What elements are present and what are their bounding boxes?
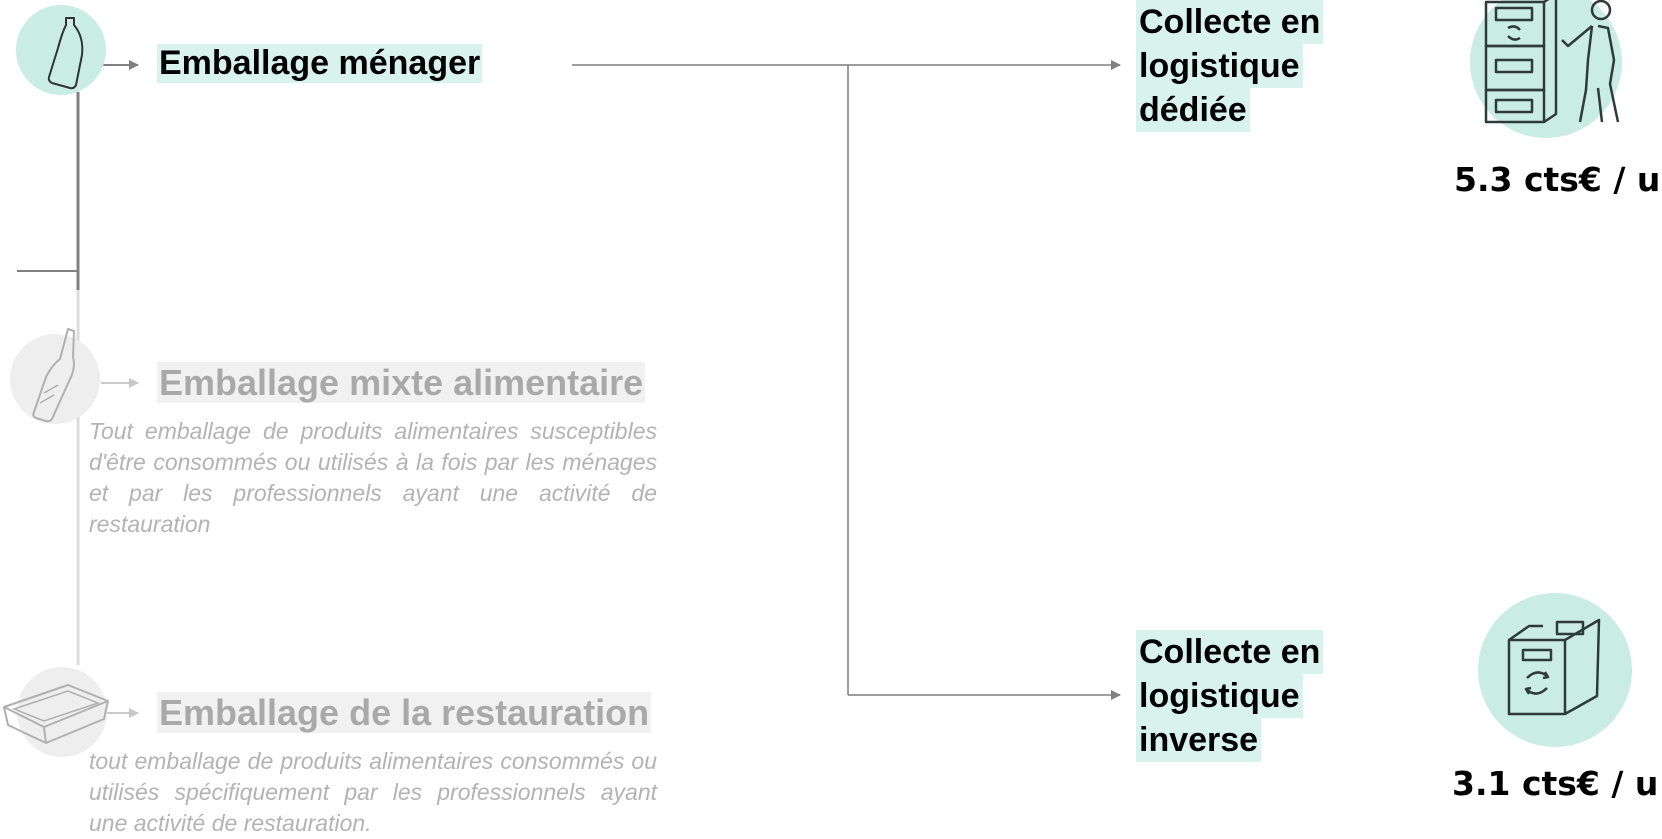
description-mixed: Tout emballage de produits alimentaires …: [89, 418, 657, 537]
collection-reverse-line-1: Collecte en: [1136, 630, 1324, 674]
food-tray-icon: [0, 667, 112, 757]
collection-dedicated-line-3: dédiée: [1136, 88, 1250, 132]
beer-bottle-icon: [10, 327, 100, 424]
collection-dedicated-line-1: Collecte en: [1136, 0, 1324, 44]
category-label-household: Emballage ménager: [157, 44, 483, 84]
collection-dedicated-line-2: logistique: [1136, 44, 1303, 88]
collection-reverse-label: Collecte en logistique inverse: [1136, 630, 1324, 762]
category-label-restaurant: Emballage de la restauration: [157, 692, 652, 734]
collection-dedicated-label: Collecte en logistique dédiée: [1136, 0, 1324, 132]
recycling-box-icon: [1477, 592, 1633, 748]
collection-reverse-line-2: logistique: [1136, 674, 1303, 718]
price-dedicated: 5.3 cts€ / u: [1454, 160, 1661, 199]
recycling-bins-person-icon: [1468, 0, 1638, 140]
price-reverse: 3.1 cts€ / u: [1452, 764, 1659, 803]
milk-bottle-icon: [16, 5, 106, 95]
category-label-mixed: Emballage mixte alimentaire: [157, 362, 646, 404]
collection-reverse-line-3: inverse: [1136, 718, 1262, 762]
description-restaurant: tout emballage de produits alimentaires …: [89, 748, 657, 836]
